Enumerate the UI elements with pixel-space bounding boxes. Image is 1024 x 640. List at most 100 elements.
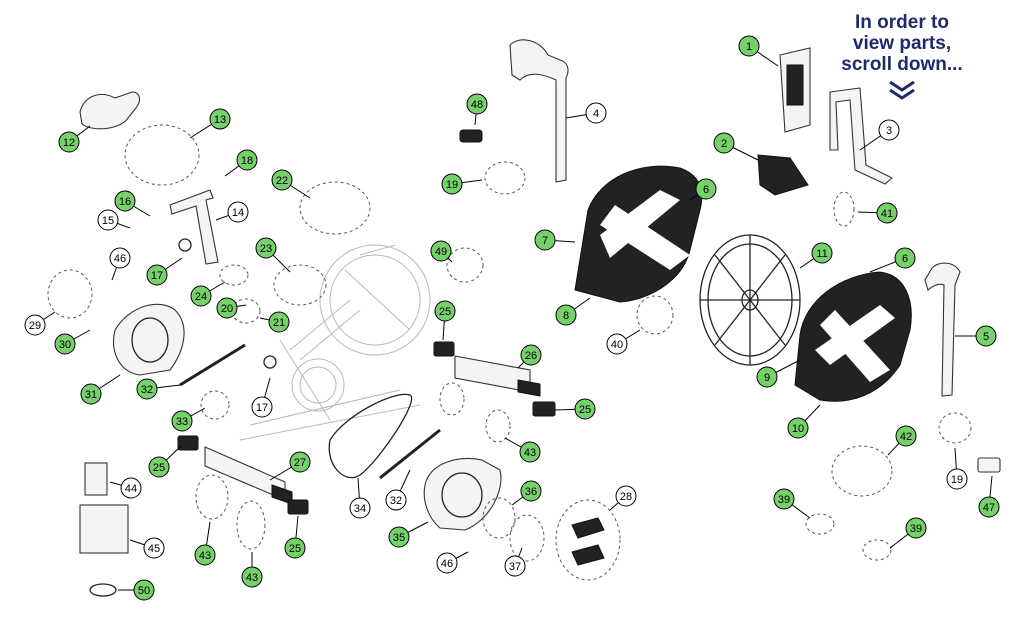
callout-circle[interactable] — [436, 552, 458, 574]
callout-circle[interactable] — [520, 480, 542, 502]
callout-circle[interactable] — [811, 242, 833, 264]
callout-circle[interactable] — [216, 297, 238, 319]
part-callout-20[interactable]: 20 — [216, 297, 238, 319]
part-callout-13[interactable]: 13 — [209, 108, 231, 130]
callout-circle[interactable] — [787, 417, 809, 439]
callout-circle[interactable] — [54, 333, 76, 355]
callout-circle[interactable] — [268, 311, 290, 333]
callout-circle[interactable] — [878, 119, 900, 141]
callout-circle[interactable] — [430, 240, 452, 262]
callout-circle[interactable] — [289, 451, 311, 473]
callout-circle[interactable] — [504, 555, 526, 577]
part-callout-37[interactable]: 37 — [504, 555, 526, 577]
callout-circle[interactable] — [120, 477, 142, 499]
part-callout-42[interactable]: 42 — [895, 425, 917, 447]
callout-circle[interactable] — [441, 173, 463, 195]
part-callout-32[interactable]: 32 — [136, 378, 158, 400]
callout-circle[interactable] — [385, 489, 407, 511]
part-callout-19[interactable]: 19 — [946, 468, 968, 490]
callout-circle[interactable] — [773, 488, 795, 510]
part-callout-1[interactable]: 1 — [738, 35, 760, 57]
part-callout-21[interactable]: 21 — [268, 311, 290, 333]
part-callout-50[interactable]: 50 — [133, 579, 155, 601]
part-callout-25[interactable]: 25 — [434, 300, 456, 322]
callout-circle[interactable] — [519, 441, 541, 463]
callout-circle[interactable] — [978, 496, 1000, 518]
part-callout-17[interactable]: 17 — [251, 396, 273, 418]
callout-circle[interactable] — [227, 201, 249, 223]
callout-circle[interactable] — [894, 247, 916, 269]
part-callout-26[interactable]: 26 — [520, 344, 542, 366]
part-callout-25[interactable]: 25 — [574, 398, 596, 420]
part-callout-2[interactable]: 2 — [713, 132, 735, 154]
part-callout-6[interactable]: 6 — [695, 178, 717, 200]
callout-circle[interactable] — [606, 333, 628, 355]
callout-circle[interactable] — [574, 398, 596, 420]
callout-circle[interactable] — [738, 35, 760, 57]
callout-circle[interactable] — [615, 485, 637, 507]
part-callout-36[interactable]: 36 — [520, 480, 542, 502]
callout-circle[interactable] — [895, 425, 917, 447]
callout-circle[interactable] — [756, 366, 778, 388]
callout-circle[interactable] — [190, 285, 212, 307]
part-callout-9[interactable]: 9 — [756, 366, 778, 388]
part-callout-7[interactable]: 7 — [534, 229, 556, 251]
part-callout-43[interactable]: 43 — [241, 566, 263, 588]
callout-circle[interactable] — [713, 132, 735, 154]
part-callout-39[interactable]: 39 — [773, 488, 795, 510]
callout-circle[interactable] — [114, 190, 136, 212]
callout-circle[interactable] — [466, 93, 488, 115]
callout-circle[interactable] — [555, 304, 577, 326]
callout-circle[interactable] — [143, 537, 165, 559]
part-callout-43[interactable]: 43 — [194, 544, 216, 566]
callout-circle[interactable] — [271, 169, 293, 191]
callout-circle[interactable] — [171, 410, 193, 432]
callout-circle[interactable] — [251, 396, 273, 418]
part-callout-33[interactable]: 33 — [171, 410, 193, 432]
part-callout-34[interactable]: 34 — [349, 497, 371, 519]
part-callout-35[interactable]: 35 — [388, 526, 410, 548]
callout-circle[interactable] — [148, 456, 170, 478]
part-callout-27[interactable]: 27 — [289, 451, 311, 473]
part-callout-46[interactable]: 46 — [436, 552, 458, 574]
part-callout-28[interactable]: 28 — [615, 485, 637, 507]
callout-circle[interactable] — [136, 378, 158, 400]
part-callout-48[interactable]: 48 — [466, 93, 488, 115]
callout-circle[interactable] — [975, 325, 997, 347]
callout-circle[interactable] — [109, 247, 131, 269]
callout-circle[interactable] — [97, 209, 119, 231]
part-callout-19[interactable]: 19 — [441, 173, 463, 195]
part-callout-6[interactable]: 6 — [894, 247, 916, 269]
part-callout-14[interactable]: 14 — [227, 201, 249, 223]
part-callout-12[interactable]: 12 — [58, 131, 80, 153]
part-callout-11[interactable]: 11 — [811, 242, 833, 264]
part-callout-31[interactable]: 31 — [80, 383, 102, 405]
callout-circle[interactable] — [534, 229, 556, 251]
part-callout-45[interactable]: 45 — [143, 537, 165, 559]
part-callout-18[interactable]: 18 — [236, 149, 258, 171]
part-callout-25[interactable]: 25 — [284, 537, 306, 559]
part-callout-47[interactable]: 47 — [978, 496, 1000, 518]
part-callout-8[interactable]: 8 — [555, 304, 577, 326]
callout-circle[interactable] — [520, 344, 542, 366]
callout-circle[interactable] — [695, 178, 717, 200]
callout-circle[interactable] — [255, 237, 277, 259]
chevron-down-icon[interactable] — [887, 79, 917, 101]
part-callout-23[interactable]: 23 — [255, 237, 277, 259]
callout-circle[interactable] — [146, 264, 168, 286]
callout-circle[interactable] — [946, 468, 968, 490]
part-callout-4[interactable]: 4 — [585, 102, 607, 124]
part-callout-22[interactable]: 22 — [271, 169, 293, 191]
part-callout-25[interactable]: 25 — [148, 456, 170, 478]
callout-circle[interactable] — [236, 149, 258, 171]
part-callout-15[interactable]: 15 — [97, 209, 119, 231]
callout-circle[interactable] — [434, 300, 456, 322]
callout-circle[interactable] — [133, 579, 155, 601]
part-callout-41[interactable]: 41 — [876, 202, 898, 224]
part-callout-3[interactable]: 3 — [878, 119, 900, 141]
callout-circle[interactable] — [241, 566, 263, 588]
callout-circle[interactable] — [585, 102, 607, 124]
callout-circle[interactable] — [80, 383, 102, 405]
part-callout-29[interactable]: 29 — [24, 314, 46, 336]
callout-circle[interactable] — [349, 497, 371, 519]
